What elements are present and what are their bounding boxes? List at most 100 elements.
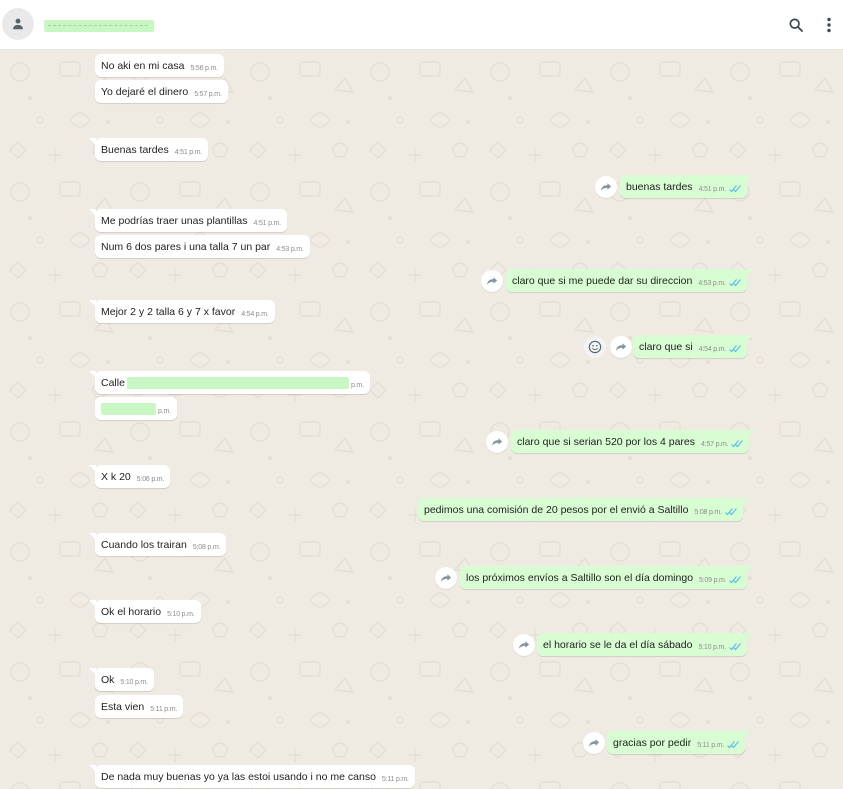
- message-time: 4:51 p.m.: [174, 149, 203, 156]
- message-incoming[interactable]: Esta vien 5:11 p.m.: [95, 695, 184, 718]
- message-time: 4:51 p.m.: [253, 220, 282, 227]
- contact-name[interactable]: [44, 20, 154, 32]
- message-incoming[interactable]: Mejor 2 y 2 talla 6 y 7 x favor 4:54 p.m…: [89, 300, 275, 323]
- read-ticks-icon: [728, 279, 741, 287]
- forward-icon: [588, 739, 599, 747]
- contact-avatar[interactable]: [2, 8, 34, 40]
- message-incoming[interactable]: De nada muy buenas yo ya las estoi usand…: [89, 765, 415, 788]
- message-text: gracias por pedir: [613, 736, 692, 749]
- message-time: 5:11 p.m.: [150, 706, 178, 713]
- message-time: 4:54 p.m.: [241, 311, 269, 318]
- message-text: No aki en mi casa: [101, 59, 185, 72]
- message-text: claro que si: [639, 340, 693, 353]
- message-incoming[interactable]: Yo dejaré el dinero 5:57 p.m.: [95, 80, 228, 103]
- message-text: Buenas tardes: [101, 143, 169, 156]
- read-ticks-icon: [728, 643, 741, 651]
- message-text: Ok el horario: [101, 605, 162, 618]
- forward-icon: [518, 641, 529, 649]
- smiley-icon: [588, 340, 602, 354]
- message-outgoing[interactable]: el horario se le da el día sábado 5:10 p…: [537, 633, 753, 656]
- message-text: De nada muy buenas yo ya las estoi usand…: [101, 770, 376, 783]
- forward-icon: [486, 277, 497, 285]
- forward-button[interactable]: [486, 431, 508, 453]
- message-text: claro que si me puede dar su direccion: [512, 274, 693, 287]
- message-outgoing[interactable]: pedimos una comisión de 20 pesos por el …: [418, 498, 749, 521]
- read-ticks-icon: [731, 440, 744, 448]
- message-time: 4:57 p.m.: [701, 441, 729, 448]
- kebab-menu-icon: [827, 17, 831, 33]
- search-icon: [789, 18, 803, 32]
- forward-button[interactable]: [481, 270, 503, 292]
- forward-icon: [615, 343, 626, 351]
- search-button[interactable]: [784, 13, 808, 37]
- message-time: 5:06 p.m.: [136, 476, 165, 483]
- message-time: 4:54 p.m.: [698, 346, 727, 353]
- message-outgoing[interactable]: gracias por pedir 5:11 p.m.: [607, 731, 752, 754]
- read-ticks-icon: [724, 508, 737, 516]
- message-incoming[interactable]: Ok 5:10 p.m.: [89, 668, 154, 691]
- message-outgoing[interactable]: los próximos envíos a Saltillo son el dí…: [460, 566, 754, 589]
- message-time: 5:57 p.m.: [194, 91, 222, 98]
- message-incoming[interactable]: Me podrías traer unas plantillas 4:51 p.…: [89, 209, 287, 232]
- message-text: Cuando los trairan: [101, 538, 187, 551]
- message-text: el horario se le da el día sábado: [543, 638, 693, 651]
- message-incoming[interactable]: Buenas tardes 4:51 p.m.: [88, 138, 209, 161]
- forward-button[interactable]: [583, 732, 605, 754]
- message-incoming[interactable]: No aki en mi casa 5:56 p.m.: [95, 54, 224, 77]
- forward-icon: [440, 574, 451, 582]
- message-time: 5:08 p.m.: [694, 509, 722, 516]
- person-icon: [13, 18, 23, 30]
- read-ticks-icon: [729, 345, 742, 353]
- message-outgoing[interactable]: claro que si 4:54 p.m.: [633, 335, 754, 358]
- message-outgoing[interactable]: claro que si serian 520 por los 4 pares …: [511, 430, 756, 453]
- message-incoming-redacted[interactable]: Calle p.m.: [89, 371, 370, 394]
- read-ticks-icon: [729, 576, 742, 584]
- message-time: 5:09 p.m.: [699, 577, 727, 584]
- message-text: Esta vien: [101, 700, 145, 713]
- redaction-block: [101, 402, 156, 415]
- message-text: Mejor 2 y 2 talla 6 y 7 x favor: [101, 305, 236, 318]
- chat-area[interactable]: [0, 50, 843, 789]
- forward-button[interactable]: [610, 336, 632, 358]
- message-incoming-redacted[interactable]: p.m.: [95, 397, 177, 420]
- message-text: Me podrías traer unas plantillas: [101, 214, 248, 227]
- message-text: Calle: [101, 376, 125, 389]
- message-text: claro que si serian 520 por los 4 pares: [517, 435, 696, 448]
- forward-button[interactable]: [513, 634, 535, 656]
- menu-button[interactable]: [817, 13, 841, 37]
- message-incoming[interactable]: Num 6 dos pares i una talla 7 un par 4:5…: [95, 235, 310, 258]
- message-incoming[interactable]: Ok el horario 5:10 p.m.: [89, 600, 201, 623]
- message-time: 4:53 p.m.: [698, 280, 726, 287]
- redaction-block: [126, 376, 349, 389]
- message-time: 5:11 p.m.: [697, 742, 725, 749]
- message-incoming[interactable]: X k 20 5:06 p.m.: [88, 465, 171, 488]
- message-time: p.m.: [350, 382, 364, 389]
- forward-button[interactable]: [435, 567, 457, 589]
- message-text: X k 20: [101, 470, 131, 483]
- message-text: pedimos una comisión de 20 pesos por el …: [424, 503, 689, 516]
- message-time: 5:10 p.m.: [698, 644, 726, 651]
- read-ticks-icon: [729, 185, 741, 193]
- message-time: 4:53 p.m.: [276, 246, 304, 253]
- message-text: los próximos envíos a Saltillo son el dí…: [466, 571, 694, 584]
- message-time: 5:11 p.m.: [381, 776, 409, 783]
- message-time: 4:51 p.m.: [698, 186, 727, 193]
- message-time: 5:10 p.m.: [120, 679, 148, 686]
- chat-header: [0, 0, 843, 50]
- forward-button[interactable]: [595, 176, 617, 198]
- message-incoming[interactable]: Cuando los trairan 5:08 p.m.: [88, 533, 227, 556]
- message-time: 5:10 p.m.: [167, 611, 195, 618]
- message-text: Num 6 dos pares i una talla 7 un par: [101, 240, 271, 253]
- react-emoji-button[interactable]: [584, 336, 606, 358]
- forward-icon: [491, 438, 502, 446]
- message-time: 5:56 p.m.: [190, 65, 218, 72]
- message-text: Ok: [101, 673, 115, 686]
- message-text: Yo dejaré el dinero: [101, 85, 189, 98]
- forward-icon: [600, 183, 611, 191]
- read-ticks-icon: [727, 741, 740, 749]
- message-text: buenas tardes: [626, 180, 693, 193]
- message-time: 5:08 p.m.: [192, 544, 221, 551]
- message-time: p.m.: [158, 408, 171, 415]
- message-outgoing[interactable]: claro que si me puede dar su direccion 4…: [506, 269, 753, 292]
- message-outgoing[interactable]: buenas tardes 4:51 p.m.: [620, 175, 753, 198]
